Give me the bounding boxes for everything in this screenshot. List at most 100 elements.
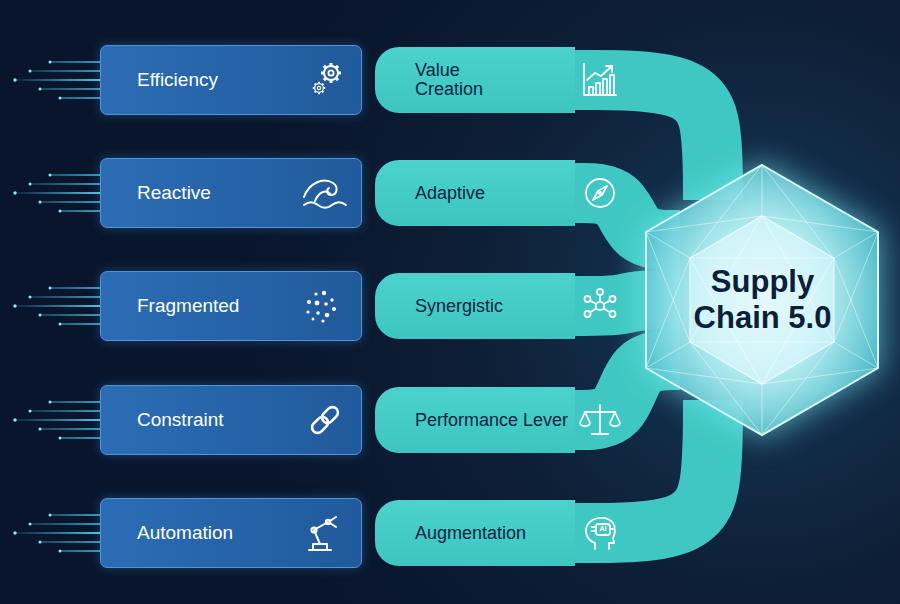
pill-label: Performance Lever (415, 411, 568, 430)
chart-icon (587, 66, 612, 80)
chart-icon (606, 66, 612, 72)
stage-pill: Synergistic (375, 273, 575, 339)
network-icon (585, 296, 591, 302)
gear-icon (313, 82, 325, 94)
chain-icon (310, 415, 331, 436)
compass-icon (586, 179, 614, 207)
network-icon (585, 311, 591, 317)
crystal-facets (834, 342, 878, 368)
network-icon (610, 311, 616, 317)
speed-streaks (13, 401, 100, 440)
compass-icon (586, 179, 614, 207)
wave-icon (304, 202, 346, 208)
robot-arm-icon (314, 522, 328, 544)
scale-icon (580, 405, 620, 434)
gear-icon (321, 63, 341, 83)
wave-icon (304, 181, 346, 208)
robot-arm-icon (311, 527, 316, 532)
crystal-facets (646, 216, 762, 232)
network-icon (610, 296, 616, 302)
speed-streaks (13, 514, 100, 553)
speed-streaks (13, 174, 100, 213)
robot-arm-icon (330, 517, 336, 527)
box-label: Fragmented (137, 296, 239, 317)
chain-icon (310, 405, 340, 435)
pill-label: Value Creation (415, 61, 505, 99)
crystal-facets (762, 165, 834, 258)
scatter-icon (312, 318, 315, 321)
crystal-facets (762, 216, 878, 232)
ai-head-icon (586, 518, 615, 549)
chain-icon (320, 405, 341, 426)
crystal-facets (646, 258, 690, 368)
scatter-icon (325, 313, 330, 318)
scatter-icon (315, 301, 320, 306)
pill-label: Augmentation (415, 524, 526, 543)
scatter-icon (321, 319, 324, 322)
scatter-icon (307, 300, 311, 304)
chart-icon (596, 83, 600, 95)
hub-crystal: Supply Chain 5.0 (680, 200, 845, 400)
crystal-facets (646, 232, 690, 258)
box-label: Reactive (137, 183, 211, 204)
speed-streaks (13, 61, 100, 553)
scatter-icon (324, 302, 328, 306)
box-label: Constraint (137, 410, 224, 431)
crystal-facets (646, 165, 878, 435)
network-icon (585, 289, 616, 317)
compass-icon (593, 186, 607, 200)
box-label: Automation (137, 523, 233, 544)
crystal-facets (834, 232, 878, 258)
hub-title: Supply Chain 5.0 (683, 264, 843, 335)
crystal-facets (762, 368, 878, 384)
scatter-icon (316, 311, 320, 315)
chart-icon (584, 64, 616, 95)
stage-pill: Value Creation (375, 47, 575, 113)
chart-icon (603, 79, 607, 95)
scatter-icon (332, 307, 336, 311)
chart-icon (610, 75, 614, 95)
robot-arm-icon (309, 517, 336, 550)
speed-streaks (13, 287, 100, 326)
scale-icon (610, 412, 620, 426)
crystal-facets (762, 342, 834, 435)
crystal-facets (690, 258, 834, 259)
crystal-facets (762, 165, 763, 216)
scatter-icon (322, 291, 326, 295)
stage-box: Fragmented (100, 271, 362, 341)
stage-box: Efficiency (100, 45, 362, 115)
scatter-icon (306, 310, 309, 313)
crystal-facets (690, 342, 834, 343)
pill-label: Synergistic (415, 297, 503, 316)
network-icon (596, 302, 604, 310)
stage-pill: Adaptive (375, 160, 575, 226)
stage-box: Automation (100, 498, 362, 568)
scale-icon (585, 411, 615, 413)
crystal-facets (646, 368, 762, 384)
flow-band (575, 400, 713, 533)
chart-icon (589, 87, 593, 95)
icon-text: AI (593, 524, 613, 534)
stage-pill: Augmentation (375, 500, 575, 566)
stage-pill: Performance Lever (375, 387, 575, 453)
crystal-facets (762, 384, 763, 435)
scatter-icon (314, 292, 317, 295)
gear-icon (313, 63, 341, 94)
compass-icon (599, 192, 601, 194)
network-icon (589, 294, 611, 313)
crystal-facets (834, 232, 878, 342)
wave-icon (315, 192, 331, 201)
scatter-icon (330, 298, 333, 301)
ai-head-icon (586, 518, 615, 549)
speed-streaks (13, 61, 100, 100)
scatter-icon (306, 291, 336, 323)
crystal-facets (834, 258, 878, 368)
box-label: Efficiency (137, 70, 218, 91)
network-icon (597, 289, 603, 295)
scale-icon (592, 433, 608, 435)
